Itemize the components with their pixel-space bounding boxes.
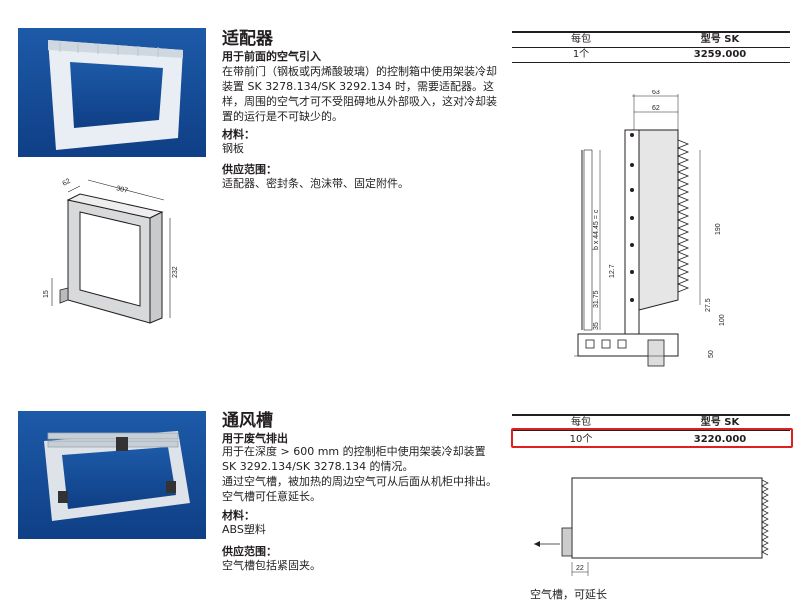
- dim-62: 62: [62, 178, 72, 188]
- vent-order-table: 每包 型号 SK 10个 3220.000: [512, 414, 790, 447]
- adapter-model-number: 3259.000: [693, 49, 747, 60]
- adapter-description: 在带前门（钢板或丙烯酸玻璃）的控制箱中使用架装冷却装置 SK 3278.134/…: [222, 65, 497, 123]
- vent-description: 用于在深度 > 600 mm 的控制柜中使用架装冷却装置 SK 3292.134…: [222, 445, 486, 473]
- adapter-title: 适配器: [222, 29, 273, 49]
- vent-drawing: 22: [530, 470, 780, 586]
- adapter-material-label: 材料：: [222, 128, 255, 141]
- adapter-iso-drawing: 62 307 232 15: [40, 178, 180, 347]
- dim-190: 190: [715, 223, 722, 235]
- vent-photo: [18, 411, 206, 539]
- vent-scope-label: 供应范围：: [222, 545, 277, 558]
- dim-27-5: 27.5: [705, 298, 712, 312]
- vent-material-value: ABS塑料: [222, 523, 266, 536]
- dim-22: 22: [576, 565, 584, 572]
- vent-col-pack: 每包: [571, 417, 591, 428]
- adapter-order-table: 每包 型号 SK 1个 3259.000: [512, 31, 790, 63]
- vent-description-2: 通过空气槽，被加热的周边空气可从后面从机柜中排出。空气槽可任意延长。: [222, 475, 497, 503]
- vent-scope-value: 空气槽包括紧固夹。: [222, 559, 321, 572]
- vent-model-number: 3220.000: [693, 434, 747, 445]
- vent-material-label: 材料：: [222, 509, 255, 522]
- vent-col-model: 型号 SK: [700, 417, 740, 428]
- adapter-scope-value: 适配器、密封条、泡沫带、固定附件。: [222, 177, 409, 190]
- vent-title: 通风槽: [222, 411, 273, 431]
- dim-100: 100: [719, 314, 726, 326]
- adapter-col-pack: 每包: [571, 34, 591, 45]
- dim-15: 15: [43, 290, 50, 298]
- adapter-subtitle: 用于前面的空气引入: [222, 50, 321, 63]
- dim-31-75: 31.75: [593, 290, 600, 308]
- highlight-box: [511, 428, 793, 448]
- dim-bxc: b x 44.45 = c: [593, 209, 600, 250]
- adapter-qty: 1个: [572, 49, 590, 60]
- adapter-photo: [18, 28, 206, 157]
- vent-caption: 空气槽，可延长: [530, 588, 607, 601]
- dim-12-7: 12.7: [609, 264, 616, 278]
- adapter-scope-label: 供应范围：: [222, 163, 277, 176]
- dim-35: 35: [593, 322, 600, 330]
- adapter-side-drawing: 63 62 b x 44.45 = c 190 12.7 31.75 35 27…: [570, 89, 750, 379]
- vent-subtitle: 用于废气排出: [222, 432, 288, 445]
- vent-qty: 10个: [569, 434, 593, 445]
- dim-62-side: 62: [652, 105, 660, 112]
- adapter-material-value: 钢板: [222, 142, 244, 155]
- dim-50: 50: [708, 350, 715, 358]
- dim-307: 307: [116, 185, 129, 195]
- dim-63: 63: [652, 90, 660, 96]
- dim-232: 232: [172, 266, 179, 278]
- adapter-col-model: 型号 SK: [700, 34, 740, 45]
